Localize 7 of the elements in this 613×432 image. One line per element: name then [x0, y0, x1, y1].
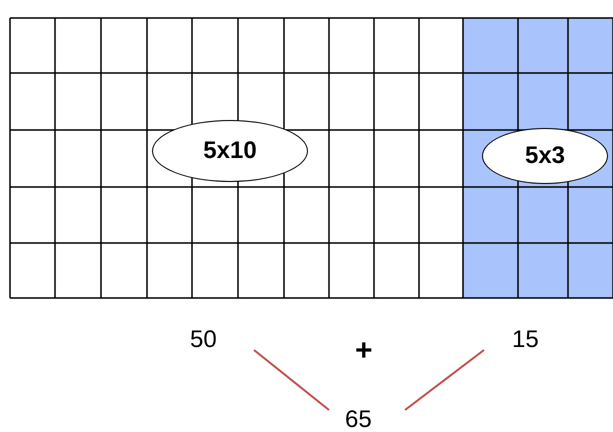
number-label: 50	[190, 328, 217, 352]
plus-sign: +	[355, 336, 373, 366]
number-label: 15	[512, 328, 539, 352]
connector-line	[253, 349, 330, 411]
label-ellipse: 5x10	[152, 120, 308, 182]
number-label: 65	[345, 408, 372, 432]
connector-line	[404, 349, 485, 411]
